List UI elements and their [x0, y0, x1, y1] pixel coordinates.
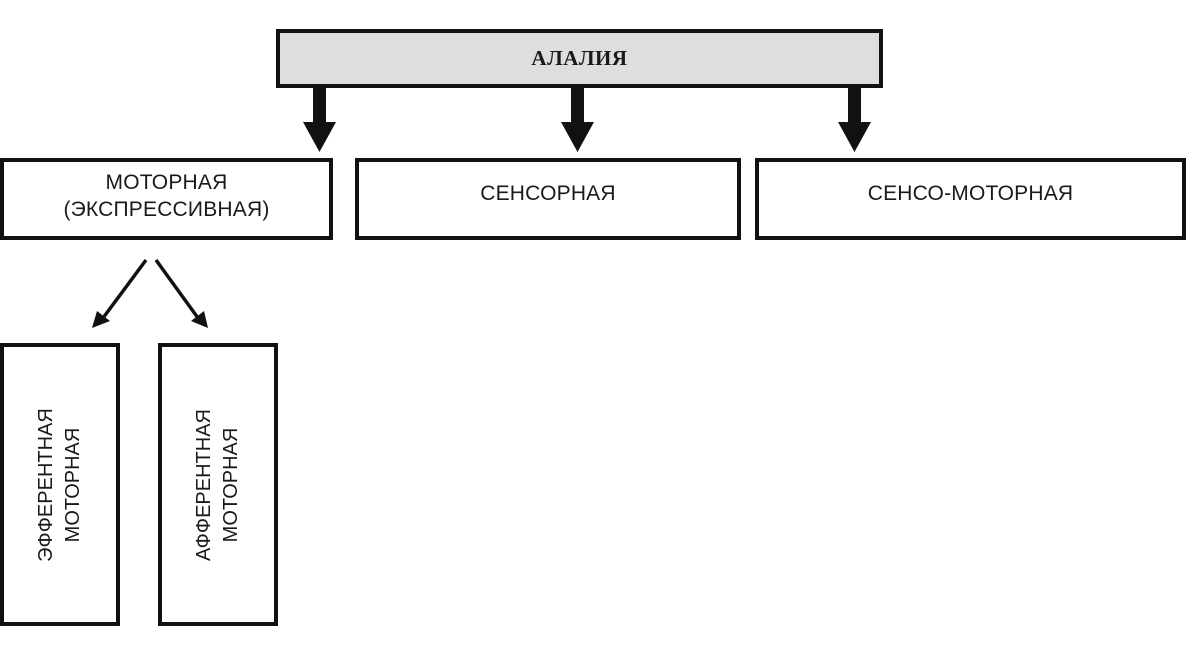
subtype-efferent-line2: МОТОРНАЯ	[62, 427, 84, 542]
arrow-root-to-sensor	[561, 88, 594, 152]
category-node-motor: МОТОРНАЯ (ЭКСПРЕССИВНАЯ)	[0, 158, 333, 240]
subtype-afferent-text: АФФЕРЕНТНАЯ МОТОРНАЯ	[191, 370, 245, 600]
subtype-efferent-text: ЭФФЕРЕНТНАЯ МОТОРНАЯ	[33, 370, 87, 600]
category-sensomotor-label: СЕНСО-МОТОРНАЯ	[867, 182, 1074, 205]
subtype-afferent-line2: МОТОРНАЯ	[220, 427, 242, 542]
category-motor-line2: (ЭКСПРЕССИВНАЯ)	[63, 198, 270, 221]
subtype-efferent-line1: ЭФФЕРЕНТНАЯ	[35, 407, 57, 562]
subtype-node-afferent: АФФЕРЕНТНАЯ МОТОРНАЯ	[158, 343, 278, 626]
arrow-motor-to-efferent	[92, 258, 148, 328]
root-node-label: АЛАЛИЯ	[531, 46, 628, 70]
arrow-root-to-motor	[303, 88, 336, 152]
arrow-motor-to-afferent	[154, 258, 208, 328]
category-node-sensor: СЕНСОРНАЯ	[355, 158, 741, 240]
category-sensor-label: СЕНСОРНАЯ	[480, 182, 616, 205]
subtype-afferent-line1: АФФЕРЕНТНАЯ	[193, 408, 215, 561]
category-motor-line1: МОТОРНАЯ	[105, 170, 228, 194]
arrow-root-to-sensomotor	[838, 88, 871, 152]
subtype-node-efferent: ЭФФЕРЕНТНАЯ МОТОРНАЯ	[0, 343, 120, 626]
root-node-alalia: АЛАЛИЯ	[276, 29, 883, 88]
category-node-sensomotor: СЕНСО-МОТОРНАЯ	[755, 158, 1186, 240]
